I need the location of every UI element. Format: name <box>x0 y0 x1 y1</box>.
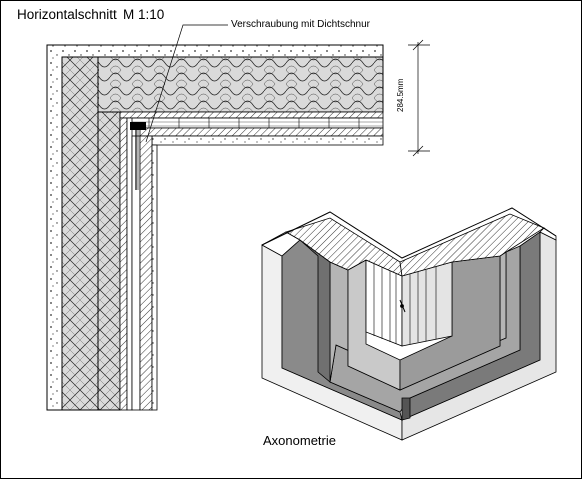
insulation-vertical-inner <box>97 111 121 411</box>
timber-layer-v2 <box>126 117 133 411</box>
axo-top-cut <box>285 217 403 277</box>
dimension-line <box>408 39 430 157</box>
annotation-leader <box>145 24 228 143</box>
timber-layer-h2 <box>119 117 384 129</box>
timber-layer-v5 <box>151 144 158 411</box>
axonometric-view <box>261 207 557 441</box>
axonometry-label: Axonometrie <box>263 433 336 448</box>
dimension-label: 284.5mm <box>396 78 405 112</box>
axo-planks-right <box>401 261 453 347</box>
insulation-horizontal <box>97 56 384 113</box>
timber-layer-h4 <box>151 135 384 146</box>
timber-layer-v4 <box>139 135 153 411</box>
plan-section <box>46 24 430 411</box>
timber-layer-v1 <box>119 117 128 411</box>
insulation-vertical <box>61 56 99 411</box>
timber-layer-h1 <box>119 111 384 119</box>
axo-block-top-front <box>401 397 411 421</box>
timber-layer-h3 <box>139 127 384 137</box>
screw-annotation: Verschraubung mit Dichtschnur <box>231 19 370 30</box>
drawing-scale: M 1:10 <box>123 7 165 22</box>
axo-top-cut-right <box>399 213 545 277</box>
drawing-title: Horizontalschnitt <box>17 7 117 22</box>
